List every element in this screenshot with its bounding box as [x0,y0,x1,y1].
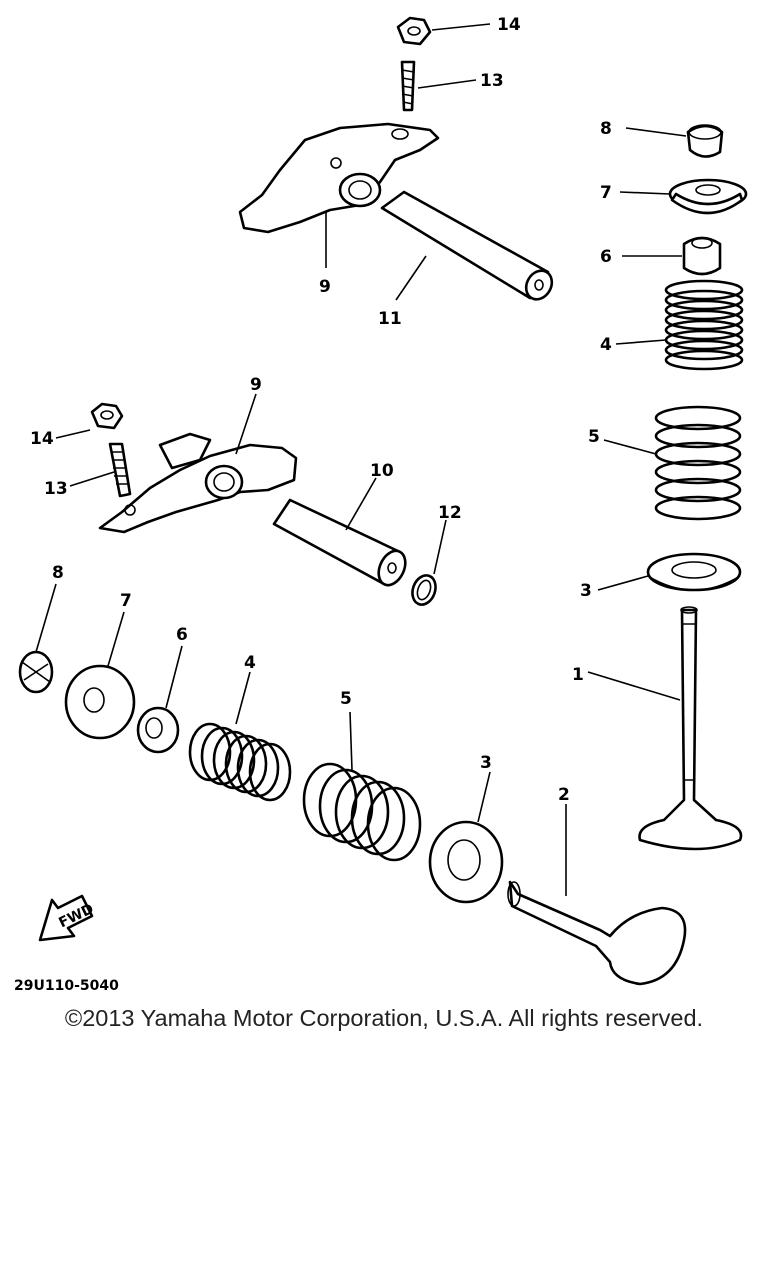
part-8-cotter-right [686,124,724,158]
part-3-seat-right [646,552,742,592]
callout-10: 10 [370,461,394,481]
callout-4-left: 4 [244,653,256,673]
diagram-code: 29U110-5040 [14,978,119,994]
fwd-arrow-icon: FWD [38,894,96,942]
callout-5-right: 5 [588,427,600,447]
part-8-cotter-left [18,650,54,694]
callout-8-left: 8 [52,563,64,583]
part-6-seal-left [136,706,180,754]
callout-12: 12 [438,503,462,523]
copyright-notice: ©2013 Yamaha Motor Corporation, U.S.A. A… [64,1005,704,1031]
part-7-retainer-left [64,664,136,740]
exploded-parts-diagram: 14 13 9 11 [14,15,748,994]
bottom-valve-assembly: 8 7 6 4 5 3 2 [18,563,687,986]
part-14-nut-top [396,16,432,46]
part-6-seal-right [682,236,722,276]
part-14-nut-left [90,402,124,430]
callout-9-top: 9 [319,277,331,297]
upper-rocker-assembly: 14 13 9 11 [238,15,554,329]
callout-5-left: 5 [340,689,352,709]
part-13-adjuster-left [108,442,132,498]
part-5-outer-spring-left [302,762,422,862]
callout-11: 11 [378,309,402,329]
part-3-seat-left [428,820,504,904]
part-10-rocker-shaft [272,498,407,587]
callout-9-left: 9 [250,375,262,395]
part-4-inner-spring-right [664,279,744,371]
callout-8-right: 8 [600,119,612,139]
callout-7-right: 7 [600,183,612,203]
part-9-rocker-arm-top [238,122,440,234]
callout-3-right: 3 [580,581,592,601]
callout-6-right: 6 [600,247,612,267]
callout-4-right: 4 [600,335,612,355]
part-2-valve-left [507,880,687,986]
part-11-rocker-shaft [380,190,554,301]
part-13-adjuster-top [400,60,416,112]
callout-14-top: 14 [497,15,521,35]
lower-rocker-assembly: 14 13 9 10 12 [30,375,462,606]
part-1-valve-right [638,606,743,851]
part-4-inner-spring-left [188,722,292,802]
callout-7-left: 7 [120,591,132,611]
part-5-outer-spring-right [654,405,742,521]
callout-3-left: 3 [480,753,492,773]
callout-13-top: 13 [480,71,504,91]
callout-1: 1 [572,665,584,685]
part-7-retainer-right [668,178,748,215]
callout-6-left: 6 [176,625,188,645]
part-9-rocker-arm-left [98,432,298,534]
right-valve-stack: 8 7 6 4 5 3 1 [572,119,748,851]
callout-2: 2 [558,785,570,805]
callout-13-left: 13 [44,479,68,499]
callout-14-left: 14 [30,429,54,449]
part-12-oring [411,574,437,606]
